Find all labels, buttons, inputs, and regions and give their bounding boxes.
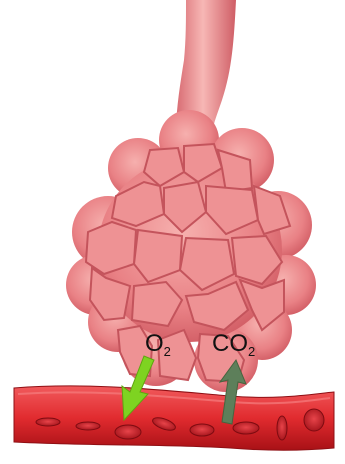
co2-label-sub: 2 — [248, 344, 255, 359]
co2-label-main: CO — [212, 330, 248, 357]
capillary-vessel — [14, 386, 334, 450]
oxygen-label-sub: 2 — [164, 344, 171, 359]
oxygen-label-main: O — [145, 330, 164, 357]
